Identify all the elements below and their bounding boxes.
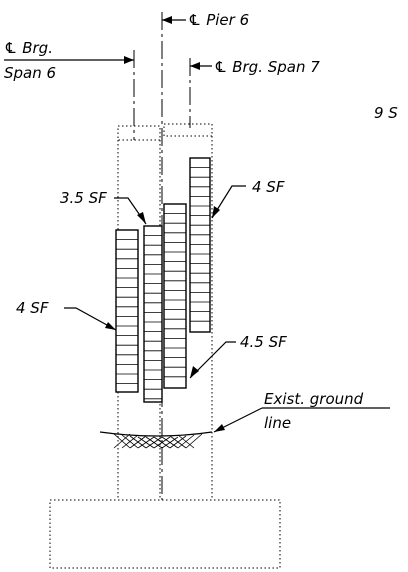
leader-sf-35	[114, 197, 147, 225]
sf-4-right-label: 4 SF	[252, 178, 285, 196]
sf-35-label: 3.5 SF	[60, 189, 107, 207]
cut-off-label: 9 S	[374, 104, 398, 122]
leader-ground	[213, 407, 390, 433]
leader-brg-span-7	[190, 62, 212, 70]
scour-bars	[115, 157, 211, 403]
sf-4-left-label: 4 SF	[16, 299, 49, 317]
bar-4-sf-left	[115, 229, 139, 393]
bearing-seat-span-6	[117, 125, 161, 141]
bar-4-sf-right	[189, 157, 211, 333]
brg-span-6-label-line1: ℄ Brg.	[4, 39, 53, 57]
brg-span-6-label-line2: Span 6	[4, 64, 56, 82]
leader-sf-4-left	[64, 307, 117, 331]
leader-pier-6	[162, 16, 186, 24]
pier-6-label: ℄ Pier 6	[188, 11, 249, 29]
footing-outline	[49, 499, 281, 569]
ground-label-line2: line	[264, 414, 291, 432]
bar-3-5-sf	[143, 225, 163, 403]
existing-ground-line	[99, 431, 213, 437]
leader-sf-45	[189, 341, 236, 379]
ground-label-line1: Exist. ground	[264, 390, 364, 408]
leader-sf-4-right	[211, 185, 246, 219]
ground-hatch	[113, 433, 203, 449]
leader-brg-span-6	[4, 56, 134, 64]
bar-4-5-sf	[163, 203, 187, 389]
brg-span-7-label: ℄ Brg. Span 7	[214, 58, 320, 76]
sf-45-label: 4.5 SF	[240, 333, 287, 351]
bearing-seat-span-7	[163, 123, 213, 137]
